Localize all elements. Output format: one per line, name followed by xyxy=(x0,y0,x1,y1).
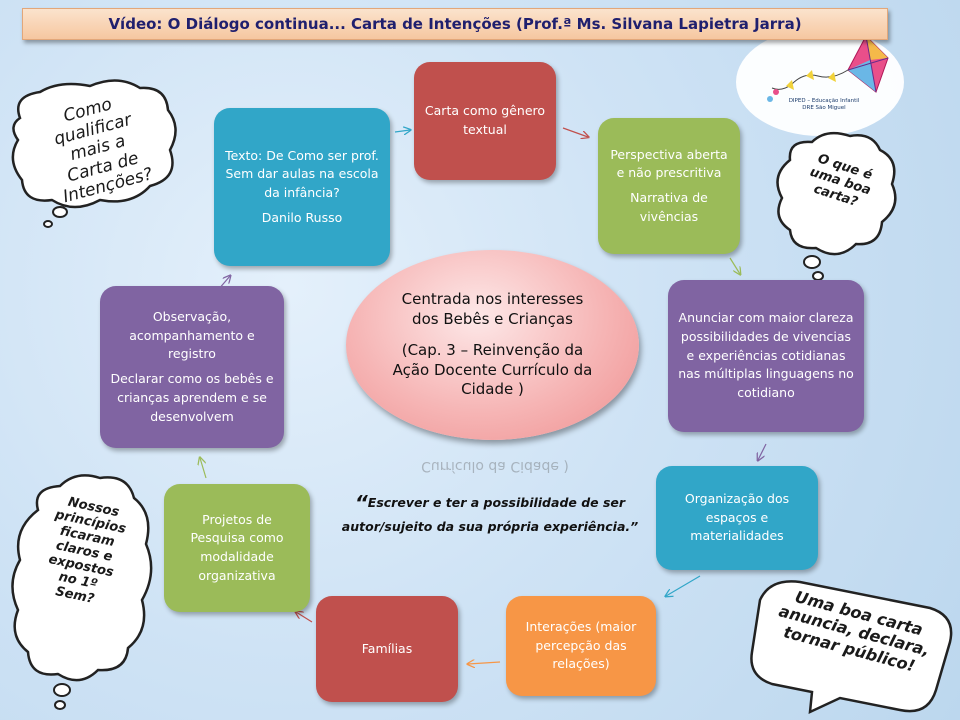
logo-caption: DIPED – Educação Infantil DRE São Miguel xyxy=(774,98,874,112)
quote: “Escrever e ter a possibilidade de ser a… xyxy=(330,488,650,537)
box-carta: Carta como gênero textual xyxy=(414,62,556,180)
box-organizacao-label: Organização dos espaços e materialidades xyxy=(684,490,790,544)
box-interacoes-label: Interações (maior percepção das relações… xyxy=(525,618,637,672)
center-reflection: Currículo da Cidade ) xyxy=(421,458,569,474)
arrow-familias-to-projetos xyxy=(296,612,313,623)
title-bar: Vídeo: O Diálogo continua... Carta de In… xyxy=(22,8,888,40)
arrow-interacoes-to-familias xyxy=(468,662,501,664)
box-observacao-label: Observação, acompanhamento e registro xyxy=(129,308,255,362)
arrow-organizacao-to-interacoes xyxy=(666,575,701,596)
box-anunciar: Anunciar com maior clareza possibilidade… xyxy=(668,280,864,432)
box-texto-label: Texto: De Como ser prof. Sem dar aulas n… xyxy=(225,147,379,201)
center-ellipse: Centrada nos interesses dos Bebês e Cria… xyxy=(346,250,639,440)
speech-bubble-anuncia xyxy=(750,580,953,715)
bubble-principios-text: Nossos princípios ficaram claros e expos… xyxy=(24,491,144,614)
box-familias-label: Famílias xyxy=(361,640,413,656)
arrow-projetos-to-observacao xyxy=(200,458,207,479)
page-title: Vídeo: O Diálogo continua... Carta de In… xyxy=(108,15,802,33)
box-organizacao: Organização dos espaços e materialidades xyxy=(656,466,818,570)
arrow-carta-to-perspectiva xyxy=(562,127,588,137)
box-declarar-label: Declarar como os bebês e crianças aprend… xyxy=(110,371,274,424)
thought-bubble-principios xyxy=(11,474,153,710)
box-projetos-label: Projetos de Pesquisa como modalidade org… xyxy=(190,511,284,583)
box-texto-author: Danilo Russo xyxy=(261,209,343,225)
quote-close-mark: ” xyxy=(630,519,639,534)
box-perspectiva: Perspectiva aberta e não prescritiva Nar… xyxy=(598,118,740,254)
box-narrativa-label: Narrativa de vivências xyxy=(630,190,708,224)
logo-line-2: DRE São Miguel xyxy=(802,105,846,112)
box-projetos: Projetos de Pesquisa como modalidade org… xyxy=(164,484,310,612)
box-perspectiva-label: Perspectiva aberta e não prescritiva xyxy=(610,146,728,181)
kite-logo-icon xyxy=(767,35,889,102)
box-carta-label: Carta como gênero textual xyxy=(424,103,546,137)
arrow-anunciar-to-organizacao xyxy=(758,443,767,460)
quote-open-mark: “ xyxy=(354,491,368,515)
quote-text: Escrever e ter a possibilidade de ser au… xyxy=(341,495,631,534)
center-line-2: (Cap. 3 – Reinvenção da Ação Docente Cur… xyxy=(392,341,593,399)
arrow-perspectiva-to-anunciar xyxy=(729,257,740,274)
box-interacoes: Interações (maior percepção das relações… xyxy=(506,596,656,696)
thought-bubble-qualificar xyxy=(11,79,177,228)
center-line-1: Centrada nos interesses dos Bebês e Cria… xyxy=(401,290,584,328)
thought-bubble-boa-carta xyxy=(776,131,897,281)
box-anunciar-label: Anunciar com maior clareza possibilidade… xyxy=(678,310,854,401)
logo-line-1: DIPED – Educação Infantil xyxy=(788,98,860,104)
box-observacao: Observação, acompanhamento e registro De… xyxy=(100,286,284,448)
box-texto: Texto: De Como ser prof. Sem dar aulas n… xyxy=(214,108,390,266)
arrow-texto-to-carta xyxy=(394,130,410,132)
box-familias: Famílias xyxy=(316,596,458,702)
